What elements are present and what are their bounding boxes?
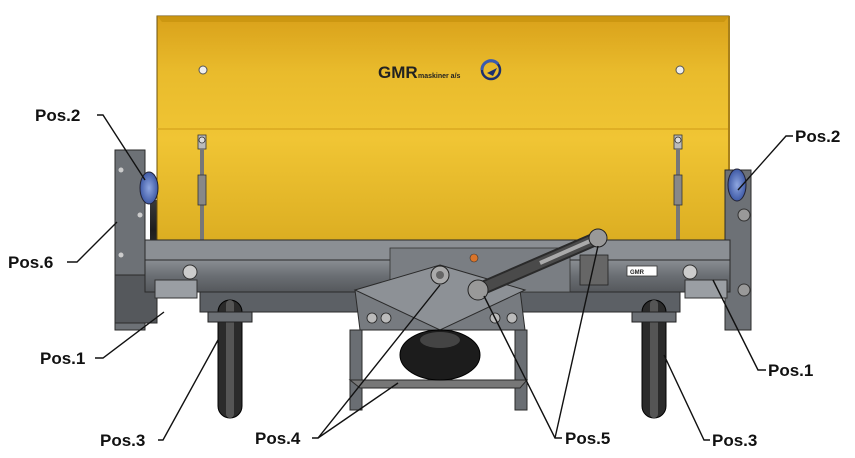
label-pos1-right: Pos.1	[768, 361, 813, 380]
center-hitch	[348, 264, 529, 411]
axle-right	[682, 264, 728, 299]
label-pos3-left: Pos.3	[100, 431, 145, 450]
hood-bolt	[675, 65, 685, 75]
position-labels: Pos.2 Pos.2 Pos.6 Pos.1 Pos.1 Pos.3 Pos.…	[8, 106, 840, 450]
leader-pos4-b	[317, 382, 399, 439]
caster-hub	[399, 329, 481, 381]
leader-pos6	[67, 221, 118, 263]
leader-pos1-right	[712, 279, 766, 371]
label-pos4: Pos.4	[255, 429, 301, 448]
wheel-left	[207, 299, 253, 419]
hood-bolt	[198, 65, 208, 75]
brand-name: GMR	[378, 63, 418, 82]
label-pos1-left: Pos.1	[40, 349, 85, 368]
label-pos5: Pos.5	[565, 429, 610, 448]
brand-suffix: maskiner a/s	[418, 73, 461, 80]
yellow-hood	[156, 15, 730, 241]
label-pos2-right: Pos.2	[795, 127, 840, 146]
leader-pos1-left	[95, 311, 165, 359]
leader-pos3-right	[663, 354, 710, 441]
axle-left	[154, 264, 198, 299]
leader-pos5-b	[554, 245, 599, 439]
label-pos2-left: Pos.2	[35, 106, 80, 125]
bearing-right	[727, 168, 747, 202]
leader-pos2-left	[97, 114, 146, 181]
swirl-logo-icon	[480, 59, 502, 81]
hydraulic-cylinder	[467, 228, 609, 301]
brand-logo: GMR maskiner a/s	[378, 59, 502, 82]
name-plate: GMR	[630, 270, 645, 276]
leader-pos2-right	[737, 135, 793, 191]
leader-lines	[67, 114, 793, 441]
wheel-right	[631, 299, 677, 419]
label-pos6: Pos.6	[8, 253, 53, 272]
label-pos3-right: Pos.3	[712, 431, 757, 450]
leader-pos3-left	[158, 339, 219, 441]
